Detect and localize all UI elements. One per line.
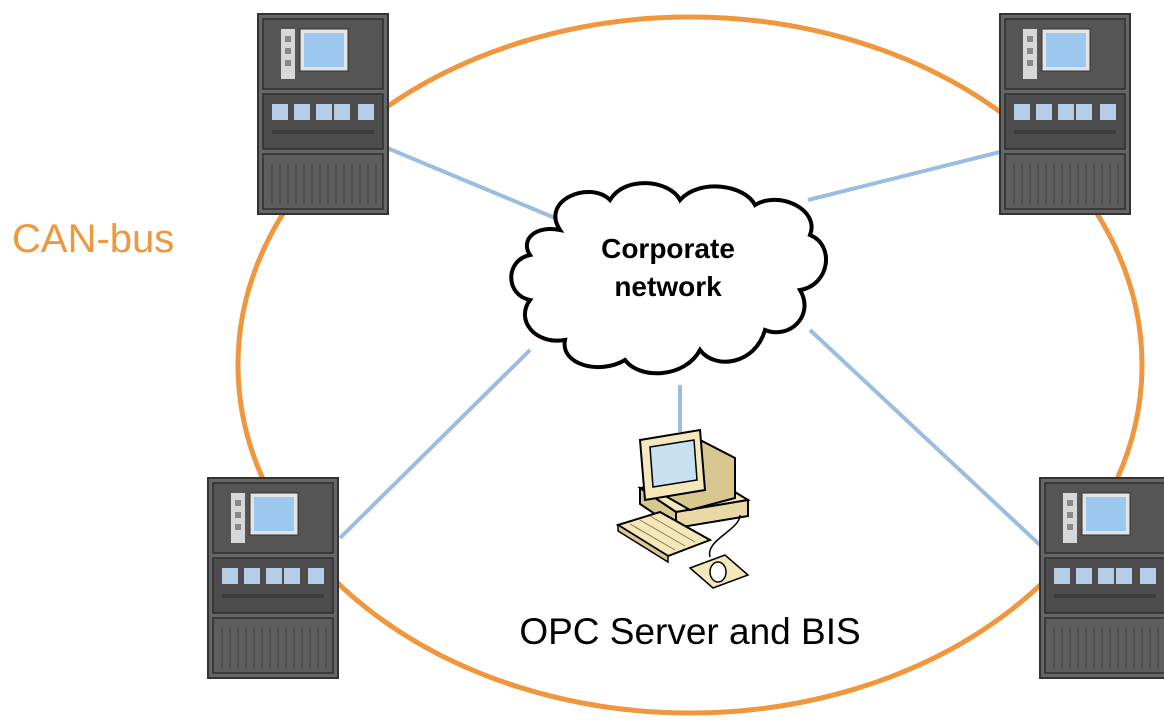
server-label: OPC Server and BIS <box>519 611 860 652</box>
link-bottom-left <box>338 348 532 540</box>
cloud-icon[interactable] <box>509 181 828 376</box>
control-panel-icon[interactable] <box>257 13 389 215</box>
can-bus-label: CAN-bus <box>12 217 174 261</box>
control-panel-icon[interactable] <box>1039 477 1164 679</box>
link-top-left <box>379 143 556 220</box>
link-top-right <box>807 150 1001 202</box>
link-bottom-right <box>808 328 1042 547</box>
desktop-computer-icon[interactable] <box>615 428 751 589</box>
can-bus-ring <box>235 14 1145 716</box>
control-panel-icon[interactable] <box>207 477 339 679</box>
control-panel-icon[interactable] <box>999 13 1131 215</box>
cloud-label-line1: Corporate <box>601 233 735 264</box>
network-links <box>338 143 1042 547</box>
cloud-label-line2: network <box>614 271 722 302</box>
